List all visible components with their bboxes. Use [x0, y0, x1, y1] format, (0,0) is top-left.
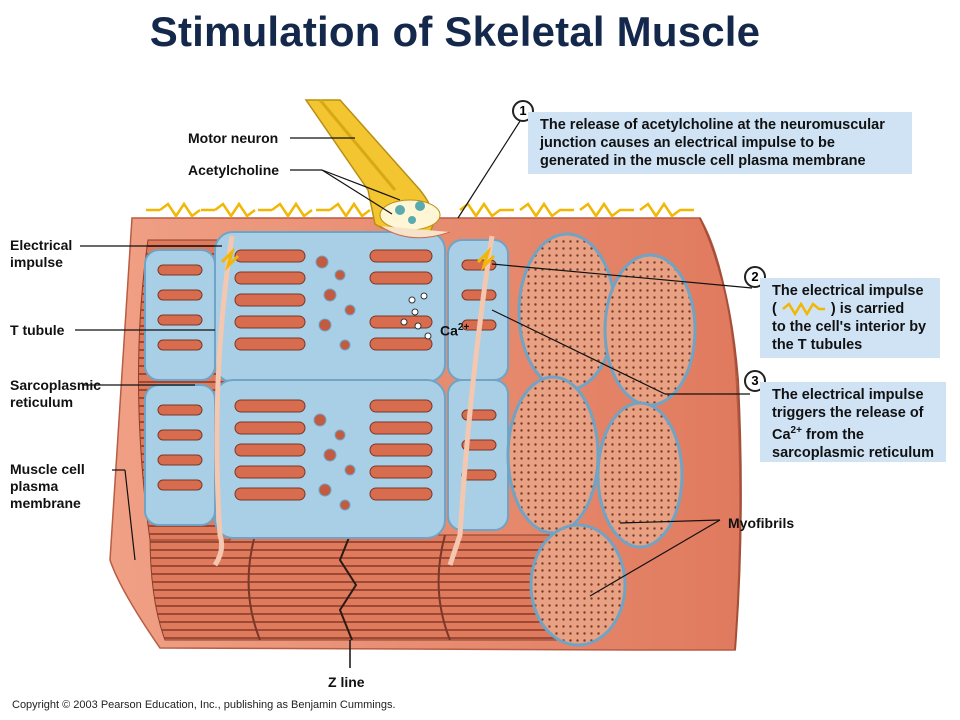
page-title: Stimulation of Skeletal Muscle — [149, 8, 761, 55]
step-2-paren-open: ( — [772, 301, 777, 317]
calcium-charge: 2+ — [457, 322, 470, 333]
label-t-tubule: T tubule — [10, 322, 65, 338]
copyright-notice: Copyright © 2003 Pearson Education, Inc.… — [12, 699, 396, 711]
step-2-callout: The electrical impulse ( ) is carried to… — [760, 278, 940, 358]
impulse-arrows — [146, 201, 694, 272]
leader-lines — [75, 117, 753, 597]
label-calcium: Ca2+ — [440, 302, 469, 340]
step-3-ca: Ca — [772, 426, 791, 443]
label-electrical-impulse: Electrical impulse — [10, 237, 73, 270]
myofibril-striations — [149, 534, 571, 668]
t-tubules — [212, 235, 495, 567]
label-myofibrils: Myofibrils — [728, 515, 795, 531]
label-z-line: Z line — [328, 674, 365, 690]
step-2-paren-close: ) is carried — [830, 301, 905, 317]
motor-neuron — [304, 99, 451, 239]
label-acetylcholine: Acetylcholine — [188, 162, 280, 178]
calcium-symbol: Ca — [440, 322, 458, 339]
step-1-callout: The release of acetylcholine at the neur… — [528, 112, 912, 174]
label-sarcoplasmic-reticulum: Sarcoplasmic reticulum — [10, 377, 102, 410]
step-3-text-a: The electrical impulse triggers the rele… — [772, 387, 924, 421]
step-2-text-before: The electrical impulse — [772, 283, 924, 299]
reticulum-windows — [157, 249, 497, 501]
step-3-charge: 2+ — [790, 425, 802, 436]
calcium-ions — [400, 292, 432, 340]
label-motor-neuron: Motor neuron — [188, 130, 279, 146]
step-3-text-b: from the sarcoplasmic reticulum — [772, 426, 934, 461]
step-2-text-after: to the cell's interior by the T tubules — [772, 319, 927, 353]
impulse-symbol-icon — [782, 302, 825, 317]
reticulum-mesh — [313, 255, 356, 511]
label-muscle-cell-plasma-membrane: Muscle cell plasma membrane — [10, 461, 85, 511]
step-3-callout: The electrical impulse triggers the rele… — [760, 382, 946, 462]
